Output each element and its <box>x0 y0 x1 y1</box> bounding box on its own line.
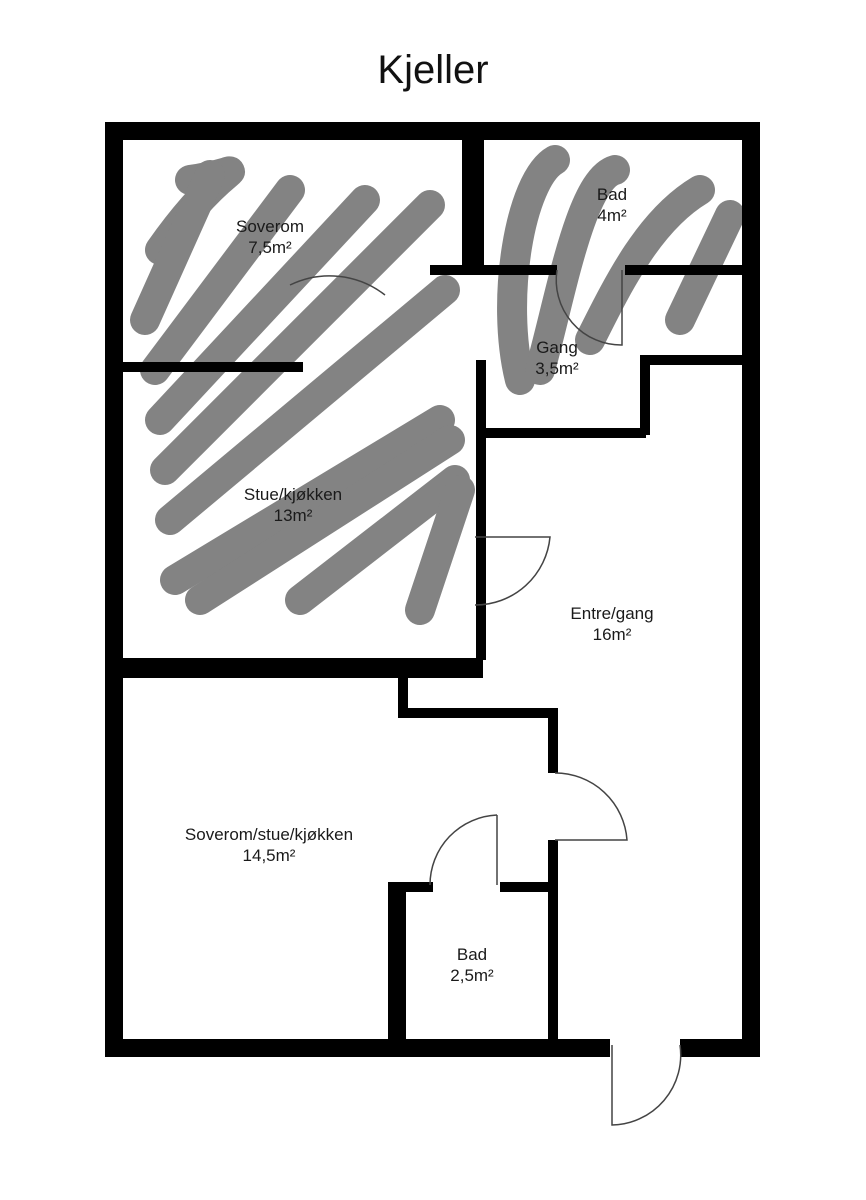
floor-plan-title: Kjeller <box>377 48 489 92</box>
door-swings <box>289 269 682 1126</box>
scribble-overlay <box>130 145 745 625</box>
walls <box>105 122 760 1057</box>
